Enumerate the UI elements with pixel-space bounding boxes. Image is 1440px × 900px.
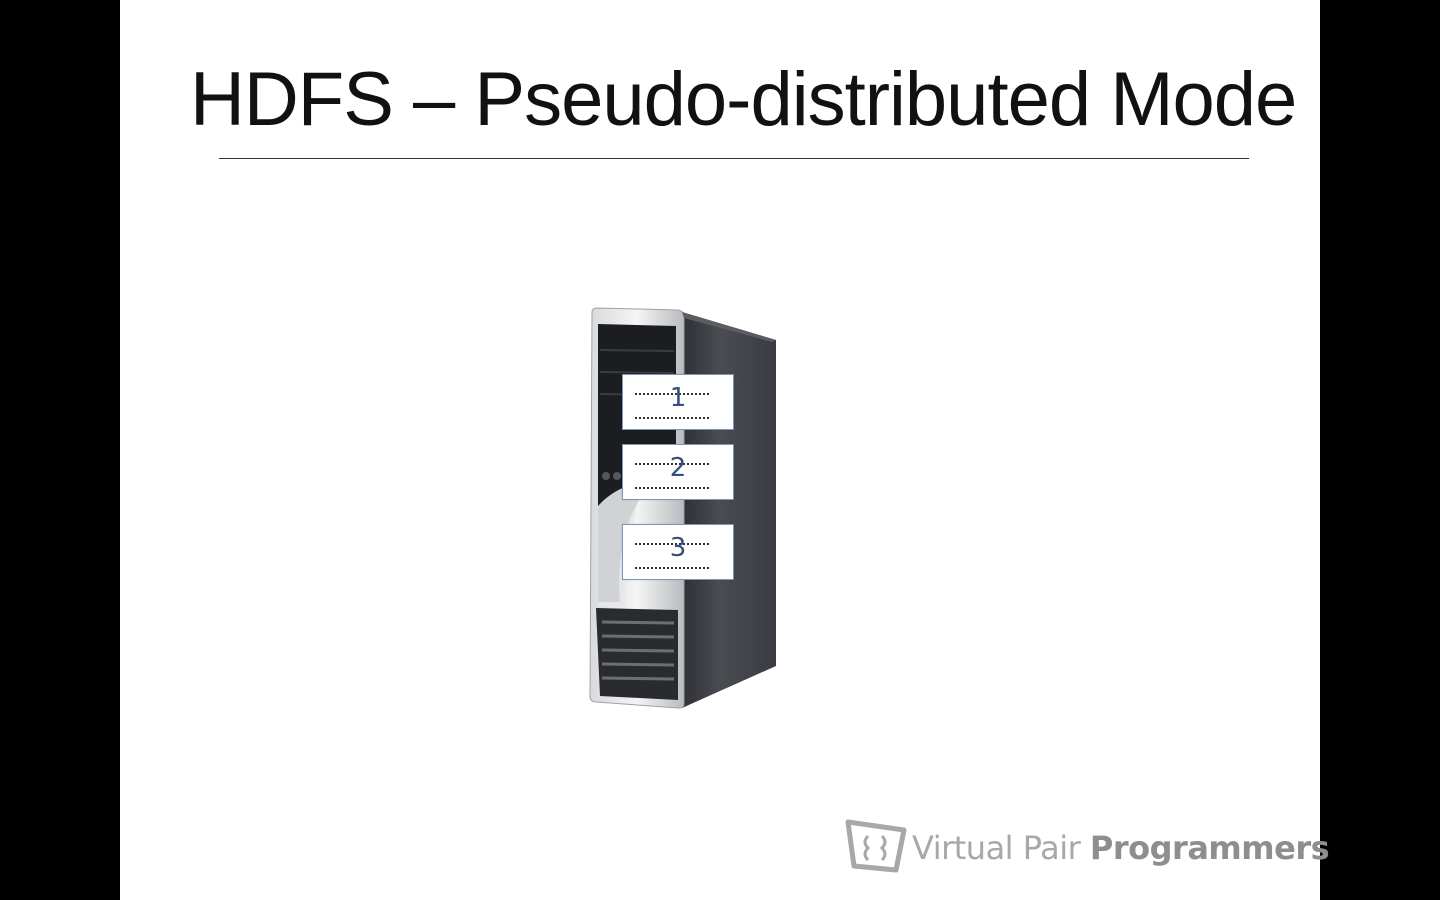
slide: HDFS – Pseudo-distributed Mode [120,0,1330,900]
data-block-2: 2 [622,444,734,500]
block-number: 1 [669,383,687,413]
vpp-logo-icon [845,819,907,873]
brand-name-light: Virtual Pair [912,829,1081,867]
brand-name: Virtual Pair Programmers [912,828,1330,868]
slide-title: HDFS – Pseudo-distributed Mode [190,57,1297,142]
block-number: 2 [669,453,687,483]
brand-name-bold: Programmers [1089,829,1330,867]
data-block-1: 1 [622,374,734,430]
block-line-top [635,463,709,465]
block-line-bottom [635,487,709,489]
block-line-bottom [635,567,709,569]
server-tower-icon [589,307,776,709]
block-line-top [635,543,709,545]
block-line-top [635,393,709,395]
brand-watermark: Virtual Pair Programmers [844,816,1330,876]
block-number: 3 [669,533,687,563]
title-divider [219,158,1249,159]
data-block-3: 3 [622,524,734,580]
block-line-bottom [635,417,709,419]
